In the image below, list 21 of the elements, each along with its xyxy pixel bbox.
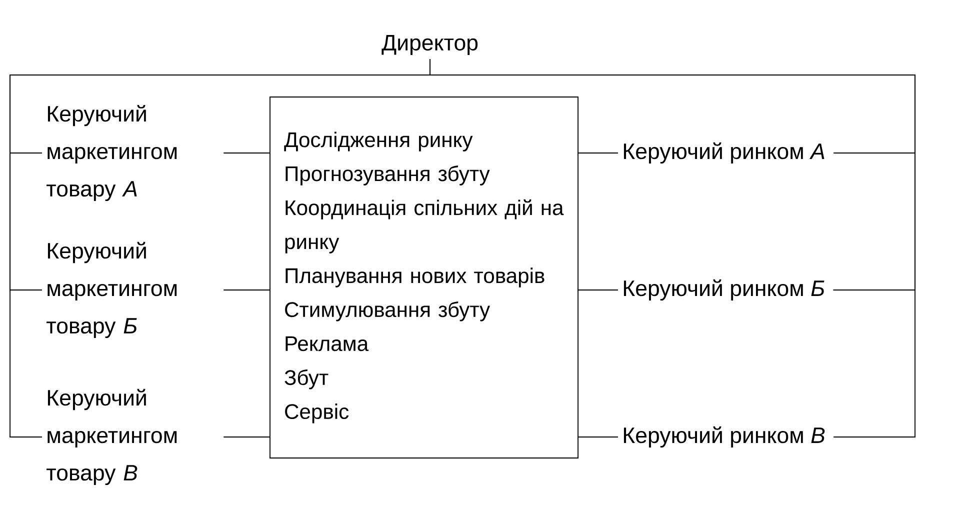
manager-label: Керуючий ринком Б xyxy=(624,279,824,301)
manager-label: Керуючий ринком В xyxy=(624,426,825,448)
connector-line xyxy=(223,436,270,438)
manager-label: Керуючий маркетингом товару Б xyxy=(46,242,177,338)
director-label: Директор xyxy=(382,35,478,55)
function-item: Стимулювання збуту xyxy=(285,301,490,322)
connector-line xyxy=(578,436,618,438)
function-box xyxy=(270,96,578,458)
connector-line xyxy=(578,152,618,154)
function-item: Реклама xyxy=(286,336,369,352)
connector-line xyxy=(223,152,270,154)
manager-label: Керуючий ринком А xyxy=(624,142,824,164)
function-item: Планування нових товарів xyxy=(286,268,544,288)
manager-label: Керуючий маркетингом товару В xyxy=(46,388,177,486)
manager-label: Керуючий маркетингом товару А xyxy=(46,104,177,202)
connector-line xyxy=(430,58,916,438)
function-item: Координація спільних дій на ринку xyxy=(285,199,564,254)
function-item: Збут xyxy=(284,369,328,390)
function-item: Сервіс xyxy=(285,404,349,424)
function-item: Прогнозування збуту xyxy=(286,166,490,186)
function-item: Дослідження ринку xyxy=(284,132,473,152)
